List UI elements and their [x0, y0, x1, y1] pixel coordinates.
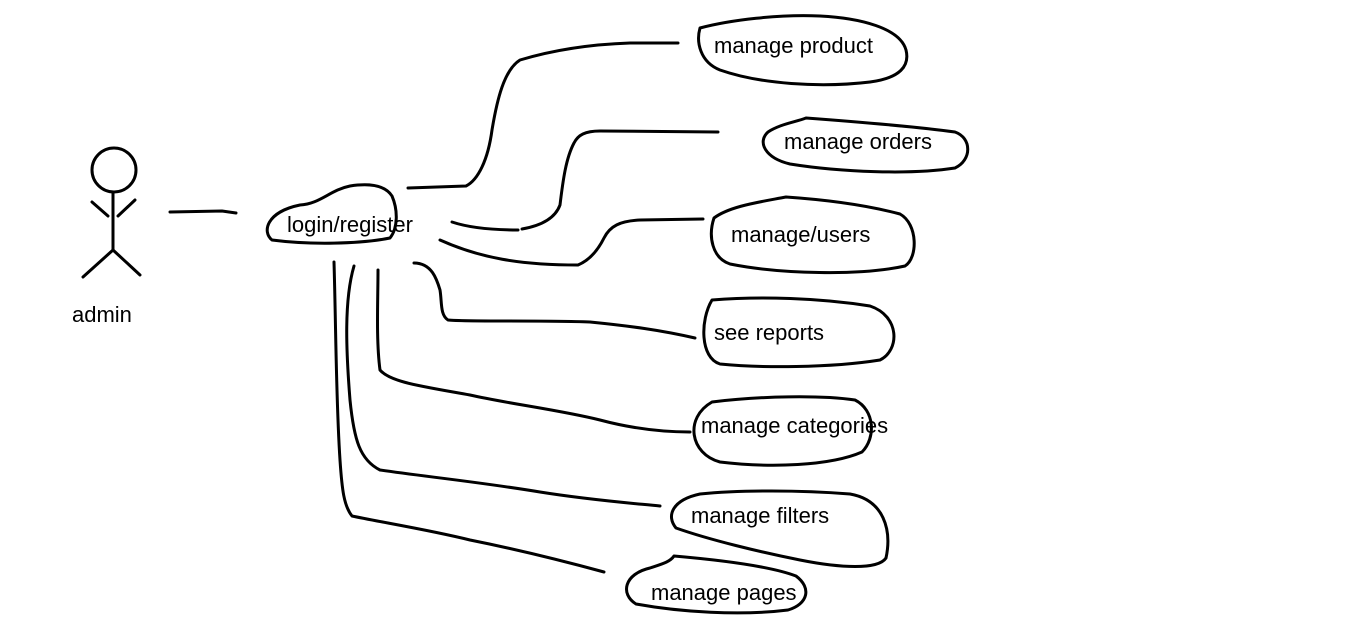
actor-left-leg: [81, 248, 115, 279]
use-case-label-manage-filters: manage filters: [691, 503, 830, 528]
actor-right-arm: [116, 198, 137, 218]
use-case-ellipse-manage-categories: [692, 395, 873, 467]
connector-see-reports: [412, 261, 697, 340]
use-case-label-manage-orders: manage orders: [784, 129, 932, 154]
use-case-ellipse-manage-pages: [625, 554, 808, 615]
connector-manage-filters: [345, 264, 662, 508]
connector-manage-orders: [450, 129, 720, 232]
use-case-label-manage-product: manage product: [714, 33, 873, 58]
hub-ellipse: [265, 183, 398, 245]
use-case-label-see-reports: see reports: [714, 320, 825, 345]
actor-label: admin: [72, 302, 132, 327]
use-case-ellipse-manage-filters: [670, 489, 890, 568]
use-case-label-manage-categories: manage categories: [701, 413, 889, 438]
hub-label: login/register: [287, 212, 413, 237]
actor-left-arm: [90, 200, 110, 218]
actor-to-hub-connector: [168, 209, 238, 215]
actor-right-leg: [111, 248, 142, 277]
connector-manage-pages: [332, 260, 606, 574]
use-case-label-manage-pages: manage pages: [651, 580, 797, 605]
connector-manage-product: [406, 41, 680, 190]
use-case-ellipse-manage-users: [709, 195, 916, 275]
connector-manage-categories: [376, 268, 692, 434]
use-case-ellipse-manage-orders: [761, 116, 970, 174]
admin-actor-figure: [81, 146, 142, 279]
use-case-label-manage-users: manage/users: [731, 222, 871, 247]
connector-manage-users: [438, 217, 705, 267]
actor-head: [90, 146, 138, 194]
use-case-ellipse-manage-product: [697, 14, 909, 87]
use-case-ellipse-see-reports: [702, 296, 896, 369]
